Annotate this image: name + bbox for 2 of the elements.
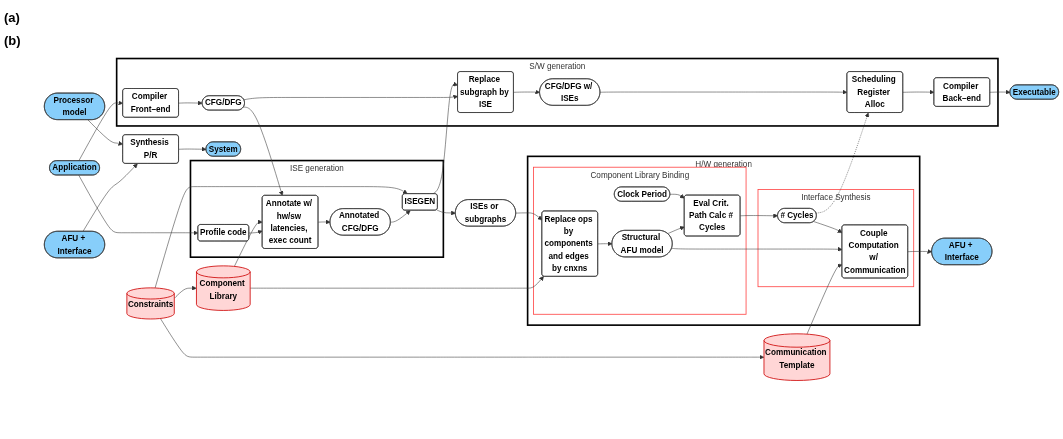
panel-label: (a)	[4, 10, 21, 25]
panel-label: (b)	[4, 33, 21, 48]
